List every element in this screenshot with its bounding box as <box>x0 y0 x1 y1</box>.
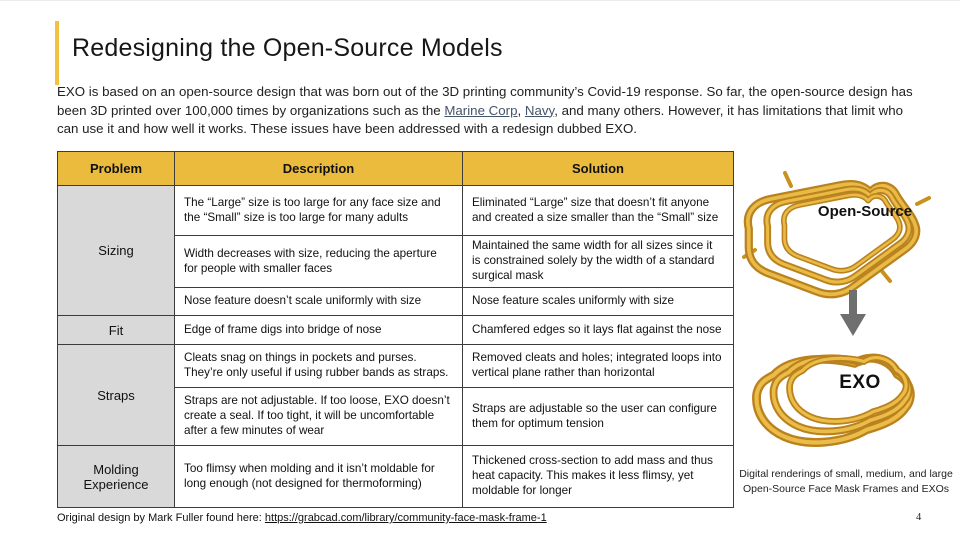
marine-corp-link[interactable]: Marine Corp <box>444 102 518 118</box>
open-source-figure-label: Open-Source <box>817 203 913 220</box>
down-arrow-icon <box>840 290 866 336</box>
description-cell: Edge of frame digs into bridge of nose <box>174 315 463 345</box>
page-title: Redesigning the Open-Source Models <box>72 34 503 62</box>
table-header-row: Problem Description Solution <box>57 151 734 186</box>
grabcad-link[interactable]: https://grabcad.com/library/community-fa… <box>264 512 547 524</box>
description-cell: Cleats snag on things in pockets and pur… <box>174 344 463 388</box>
col-header-description: Description <box>174 151 463 186</box>
solution-cell: Straps are adjustable so the user can co… <box>462 387 734 446</box>
solution-cell: Eliminated “Large” size that doesn’t fit… <box>462 185 734 236</box>
problem-cell-straps: Straps <box>57 344 175 446</box>
table-row: Straps Cleats snag on things in pockets … <box>57 344 734 446</box>
description-cell: Straps are not adjustable. If too loose,… <box>174 387 463 446</box>
table-row: Nose feature doesn’t scale uniformly wit… <box>58 287 734 316</box>
col-header-solution: Solution <box>462 151 734 186</box>
intro-text-start: EXO is based on an open-source design th… <box>57 84 913 118</box>
solution-cell: Removed cleats and holes; integrated loo… <box>462 344 734 388</box>
footer-credit: Original design by Mark Fuller found her… <box>57 512 547 524</box>
comparison-table: Problem Description Solution Sizing The … <box>57 151 734 508</box>
table-row: Width decreases with size, reducing the … <box>58 235 734 288</box>
intro-separator: , <box>517 102 525 118</box>
col-header-problem: Problem <box>57 151 175 186</box>
solution-cell: Maintained the same width for all sizes … <box>462 235 734 288</box>
table-row: Molding Experience Too flimsy when moldi… <box>57 445 734 508</box>
description-cell: Too flimsy when molding and it isn’t mol… <box>174 445 463 508</box>
problem-cell-fit: Fit <box>57 315 175 345</box>
table-row: Sizing The “Large” size is too large for… <box>57 185 734 316</box>
open-source-frame-image <box>742 171 931 316</box>
exo-frame-image <box>736 330 942 463</box>
description-cell: Nose feature doesn’t scale uniformly wit… <box>174 287 463 316</box>
description-cell: The “Large” size is too large for any fa… <box>174 185 463 236</box>
exo-figure-label: EXO <box>839 372 881 393</box>
problem-cell-molding-experience: Molding Experience <box>57 445 175 508</box>
intro-paragraph: EXO is based on an open-source design th… <box>57 83 919 139</box>
problem-cell-sizing: Sizing <box>57 185 175 316</box>
intro-text-end: , and many others. However, it has limit… <box>57 102 904 137</box>
solution-cell: Thickened cross-section to add mass and … <box>462 445 734 508</box>
description-cell: Width decreases with size, reducing the … <box>174 235 463 288</box>
solution-cell: Nose feature scales uniformly with size <box>462 287 734 316</box>
solution-cell: Chamfered edges so it lays flat against … <box>462 315 734 345</box>
table-row: Fit Edge of frame digs into bridge of no… <box>57 315 734 345</box>
table-row: Straps are not adjustable. If too loose,… <box>58 387 734 446</box>
navy-link[interactable]: Navy <box>524 102 555 118</box>
footer-credit-text: Original design by Mark Fuller found her… <box>57 512 265 524</box>
title-accent-bar <box>55 21 59 85</box>
figure-caption: Digital renderings of small, medium, and… <box>739 468 953 496</box>
page-number: 4 <box>916 512 922 523</box>
